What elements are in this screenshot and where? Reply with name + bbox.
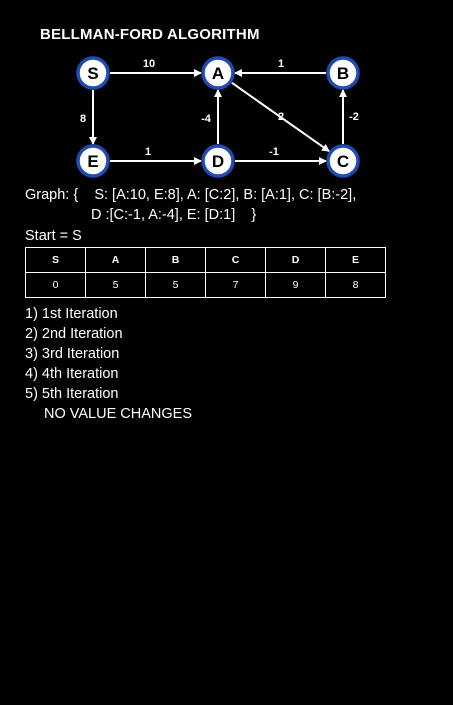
node-A: A xyxy=(201,56,235,90)
edge-weight-label: -2 xyxy=(349,111,359,123)
table-cell: 0 xyxy=(25,272,86,298)
edge-weight-label: 1 xyxy=(145,146,151,158)
graph-diagram: 10 1 8 -4 2 -2 1 -1 S A B E D C xyxy=(76,56,360,178)
table-header-cell: B xyxy=(145,247,206,273)
page-title: BELLMAN-FORD ALGORITHM xyxy=(40,26,260,43)
node-label: B xyxy=(337,64,349,83)
edge-weight-label: 8 xyxy=(80,113,86,125)
edge-A-C xyxy=(231,81,330,153)
table-cell: 9 xyxy=(265,272,326,298)
node-label: S xyxy=(87,64,98,83)
table-cell: 8 xyxy=(325,272,386,298)
graph-definition-line-1: Graph: { S: [A:10, E:8], A: [C:2], B: [A… xyxy=(25,187,357,203)
table-cell: 7 xyxy=(205,272,266,298)
node-S: S xyxy=(76,56,110,90)
edge-weight-label: 2 xyxy=(278,111,284,123)
iteration-5: 5) 5th Iteration xyxy=(25,386,119,402)
no-change-note: NO VALUE CHANGES xyxy=(44,406,192,422)
edge-weight-label: 10 xyxy=(143,58,155,70)
node-E: E xyxy=(76,144,110,178)
distance-table: S A B C D E 0 5 5 7 9 8 xyxy=(25,247,386,298)
table-row: 0 5 5 7 9 8 xyxy=(25,272,386,298)
table-header-cell: E xyxy=(325,247,386,273)
node-B: B xyxy=(326,56,360,90)
node-C: C xyxy=(326,144,360,178)
table-header-cell: S xyxy=(25,247,86,273)
node-label: A xyxy=(212,64,224,83)
edge-weight-label: 1 xyxy=(278,58,284,70)
node-label: D xyxy=(212,152,224,171)
table-cell: 5 xyxy=(85,272,146,298)
edge-weight-label: -1 xyxy=(269,146,279,158)
iteration-4: 4) 4th Iteration xyxy=(25,366,119,382)
iteration-2: 2) 2nd Iteration xyxy=(25,326,123,342)
node-label: C xyxy=(337,152,349,171)
iteration-3: 3) 3rd Iteration xyxy=(25,346,120,362)
table-header-cell: D xyxy=(265,247,326,273)
table-header-cell: A xyxy=(85,247,146,273)
table-cell: 5 xyxy=(145,272,206,298)
start-label: Start = S xyxy=(25,228,82,244)
edge-weight-label: -4 xyxy=(201,113,212,125)
node-D: D xyxy=(201,144,235,178)
table-header-cell: C xyxy=(205,247,266,273)
graph-definition-line-2: D :[C:-1, A:-4], E: [D:1] } xyxy=(91,207,257,223)
iteration-1: 1) 1st Iteration xyxy=(25,306,118,322)
table-header-row: S A B C D E xyxy=(25,247,386,273)
node-label: E xyxy=(87,152,98,171)
